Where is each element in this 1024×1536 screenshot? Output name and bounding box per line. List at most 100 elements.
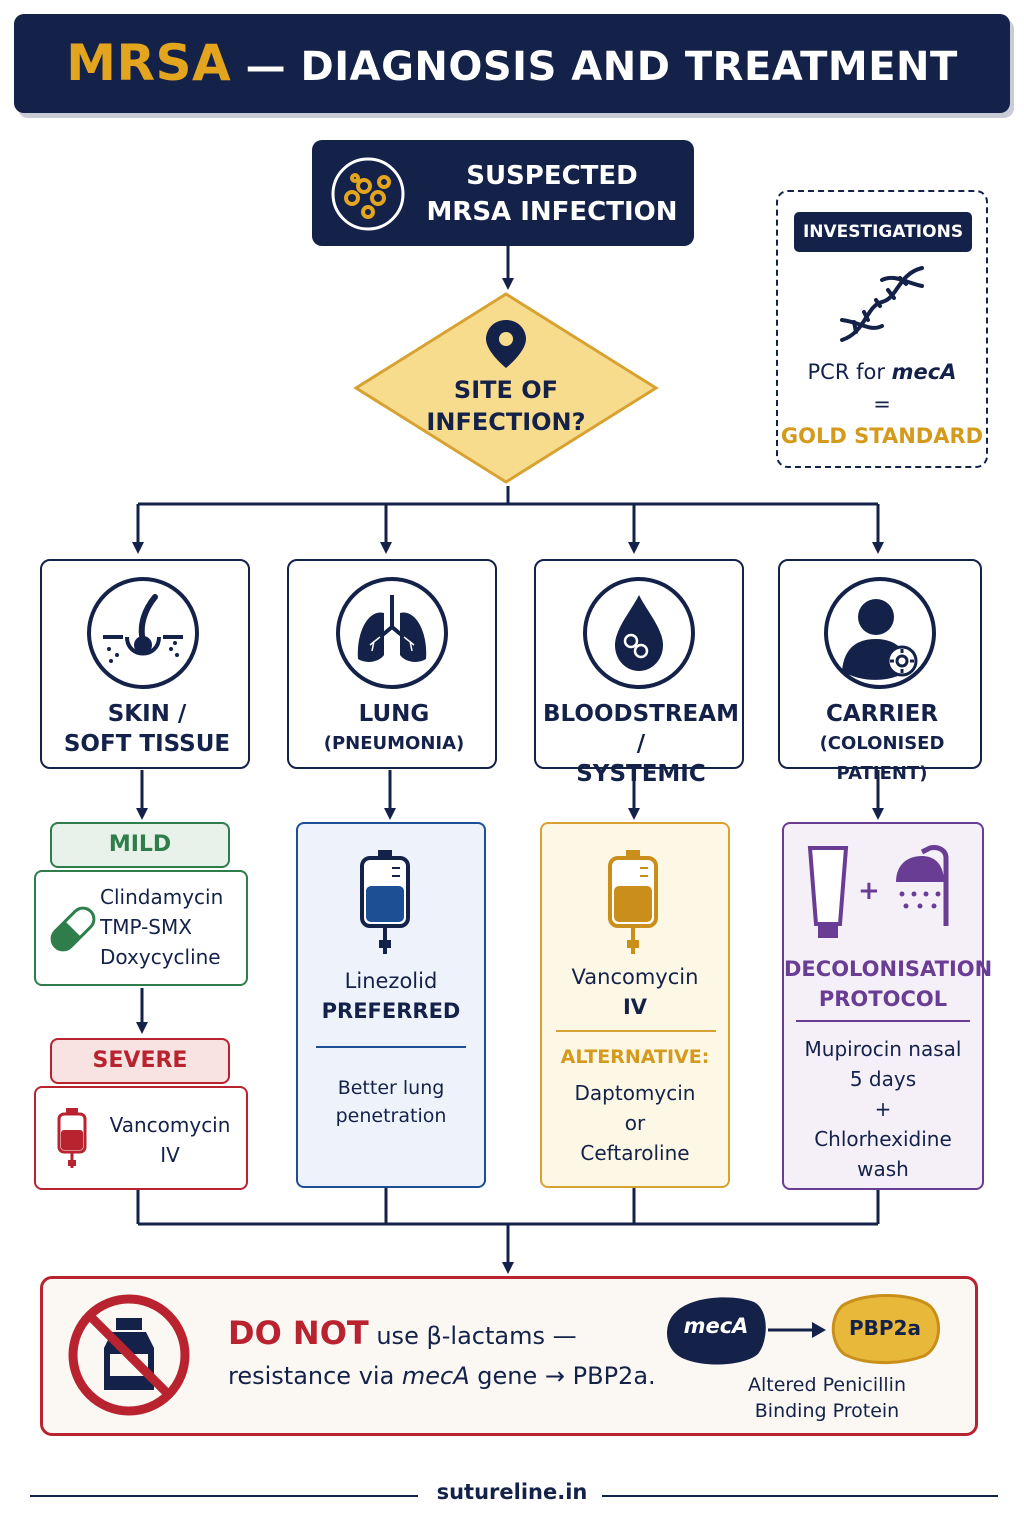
protocol-step: wash (857, 1157, 909, 1181)
mild-drug: TMP-SMX (100, 915, 192, 939)
mild-drug: Clindamycin (100, 885, 224, 909)
blood-drop-icon (583, 577, 695, 689)
category-title-line: LUNG (358, 701, 430, 727)
bacteria-icon (331, 157, 405, 231)
protocol-line: DECOLONISATION (784, 957, 993, 981)
protocol-step: Mupirocin nasal (804, 1037, 962, 1061)
severe-drug: Vancomycin IV (102, 1110, 238, 1170)
category-title-line: SYSTEMIC (576, 761, 706, 787)
alternative-drugs: Daptomycin or Ceftaroline (542, 1078, 728, 1168)
lungs-icon (336, 577, 448, 689)
meca-gene-blob (667, 1297, 766, 1365)
skin-hair-icon (87, 577, 199, 689)
blood-drug-name: Vancomycin (571, 965, 699, 989)
shower-icon (896, 845, 949, 926)
decision-line-2: INFECTION? (426, 408, 586, 436)
category-carrier-title: CARRIER (COLONISED PATIENT) (780, 699, 984, 789)
no-beta-lactam-icon (68, 1294, 190, 1416)
category-bloodstream: BLOODSTREAM / SYSTEMIC (534, 559, 744, 787)
iv-bag-icon (57, 1108, 87, 1168)
pbp2a-blob (831, 1294, 941, 1364)
blood-drug-route: IV (622, 995, 648, 1019)
lung-treatment-box: Linezolid PREFERRED Better lung penetrat… (296, 822, 486, 1188)
severe-drug-route: IV (160, 1143, 180, 1167)
protocol-line: PROTOCOL (818, 987, 948, 1011)
iv-bag-icon (360, 850, 410, 954)
category-title-line: SOFT TISSUE (63, 731, 231, 757)
lung-note-line: Better lung (337, 1077, 445, 1099)
dna-icon (840, 266, 924, 342)
start-line-1: SUSPECTED (466, 161, 638, 191)
divider (316, 1046, 466, 1048)
start-label: SUSPECTED MRSA INFECTION (422, 158, 682, 230)
lung-drug: Linezolid PREFERRED (298, 966, 484, 1026)
footer-rule (602, 1495, 998, 1497)
category-title-line: BLOODSTREAM / (543, 701, 739, 757)
investigations-line-2: = (873, 392, 891, 416)
caption-line: Altered Penicillin (748, 1374, 906, 1396)
start-node: SUSPECTED MRSA INFECTION (312, 140, 694, 246)
alt-drug: Daptomycin (574, 1081, 696, 1105)
carrier-treatment-box: + DECOLONISATION PROTOCOL Mupirocin nasa… (782, 822, 993, 1190)
lung-note: Better lung penetration (298, 1074, 484, 1130)
page-title: MRSA — DIAGNOSIS AND TREATMENT ALGORITHM (14, 14, 1010, 189)
decision-label: SITE OF INFECTION? (400, 374, 612, 438)
severe-badge: SEVERE (50, 1038, 230, 1084)
decolonisation-steps: Mupirocin nasal 5 days + Chlorhexidine w… (784, 1034, 982, 1184)
plus-sign: + (858, 876, 880, 906)
mild-treatment-box: Clindamycin TMP-SMX Doxycycline (34, 870, 248, 986)
warning-line-2: resistance via mecA gene → PBP2a. (228, 1362, 656, 1390)
footer-site: sutureline.in (436, 1480, 588, 1504)
blood-treatment-box: Vancomycin IV ALTERNATIVE: Daptomycin or… (540, 822, 730, 1188)
investigations-line-1: PCR for mecA (776, 357, 988, 387)
iv-bag-icon (608, 850, 658, 954)
gold-standard-label: GOLD STANDARD (780, 424, 984, 448)
lung-drug-status: PREFERRED (321, 999, 461, 1023)
colonised-person-icon (824, 577, 936, 689)
decision-line-1: SITE OF (453, 376, 559, 404)
meca-italic: mecA (891, 360, 957, 384)
start-line-2: MRSA INFECTION (426, 197, 678, 227)
blood-drug: Vancomycin IV (542, 962, 728, 1022)
warning-panel (40, 1276, 978, 1436)
decolonisation-title: DECOLONISATION PROTOCOL (784, 954, 993, 1014)
capsule-icon (50, 906, 96, 952)
mild-drug-list: Clindamycin TMP-SMX Doxycycline (100, 882, 240, 972)
severe-label: SEVERE (92, 1048, 188, 1073)
do-not-label: DO NOT (228, 1314, 369, 1352)
divider (796, 1020, 970, 1022)
title-banner (14, 14, 1010, 113)
warning-line-1: DO NOT use β-lactams — (228, 1314, 577, 1352)
mild-label: MILD (108, 832, 172, 857)
pcr-prefix: PCR for (807, 360, 892, 384)
category-title-line: SKIN / (107, 701, 187, 727)
warning-text: use β-lactams — (368, 1322, 577, 1350)
protocol-step: 5 days (849, 1067, 917, 1091)
category-blood-title: BLOODSTREAM / SYSTEMIC (536, 699, 746, 789)
severe-drug-name: Vancomycin (109, 1113, 231, 1137)
meca-gene-label: mecA (683, 1314, 749, 1338)
protocol-step: + (874, 1097, 892, 1121)
category-lung-title: LUNG (PNEUMONIA) (289, 699, 499, 759)
location-pin-icon (486, 320, 526, 368)
investigations-badge: INVESTIGATIONS (794, 212, 972, 252)
category-title-line: (PNEUMONIA) (323, 733, 465, 754)
lung-drug-name: Linezolid (344, 969, 438, 993)
caption-line: Binding Protein (754, 1400, 900, 1422)
warning-text: gene → PBP2a. (469, 1362, 656, 1390)
category-title-line: CARRIER (825, 701, 939, 727)
meca-italic: mecA (401, 1362, 470, 1390)
alt-drug: Ceftaroline (580, 1141, 690, 1165)
decision-diamond (353, 292, 659, 484)
lung-note-line: penetration (335, 1105, 447, 1127)
alternative-label: ALTERNATIVE: (560, 1046, 710, 1068)
title-highlight: MRSA (66, 34, 232, 92)
divider (556, 1030, 716, 1032)
warning-text: resistance via (228, 1362, 402, 1390)
category-lung: LUNG (PNEUMONIA) (287, 559, 497, 769)
mild-drug: Doxycycline (100, 945, 221, 969)
ointment-tube-icon (807, 846, 849, 938)
protocol-step: Chlorhexidine (814, 1127, 952, 1151)
arrow-icon (768, 1322, 826, 1338)
